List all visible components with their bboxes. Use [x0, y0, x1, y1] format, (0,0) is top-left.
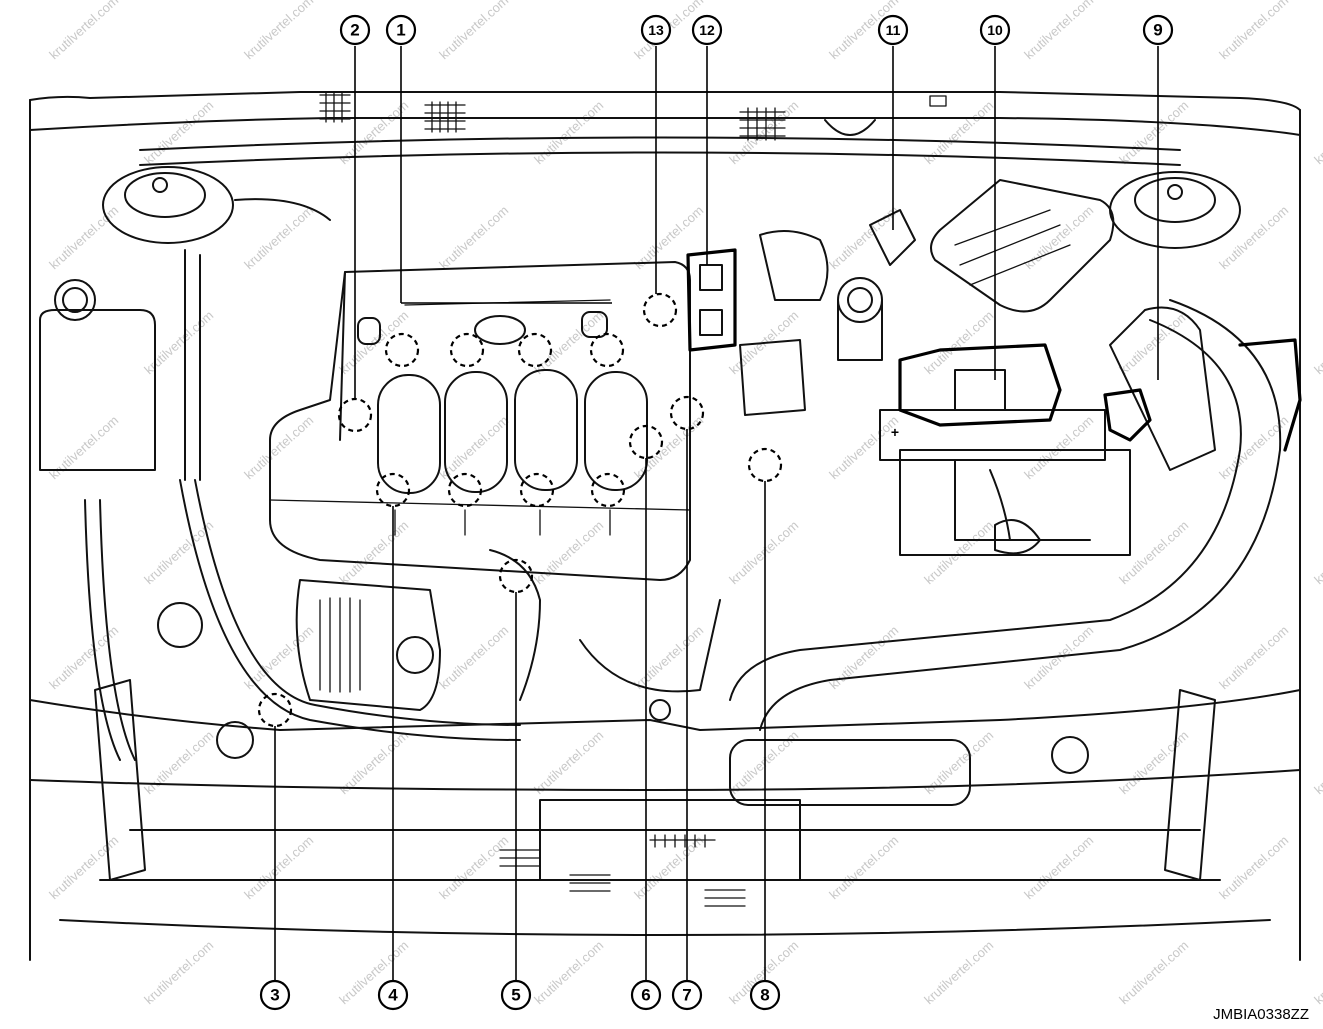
watermark-text: krutilvertel.com	[1021, 0, 1096, 62]
marker-4a	[375, 472, 411, 508]
watermark-text: krutilvertel.com	[141, 728, 216, 798]
watermark-text: krutilvertel.com	[531, 728, 606, 798]
watermark-text: krutilvertel.com	[1311, 728, 1323, 798]
watermark-text: krutilvertel.com	[1021, 413, 1096, 483]
callout-1-label: 1	[396, 21, 405, 40]
callout-8-label: 8	[760, 986, 769, 1005]
watermark-text: krutilvertel.com	[726, 728, 801, 798]
watermark-text: krutilvertel.com	[241, 203, 316, 273]
callout-9-label: 9	[1153, 21, 1162, 40]
engine-bay-line-art: +	[29, 91, 1302, 961]
watermark-text: krutilvertel.com	[826, 623, 901, 693]
marker-6-placed	[628, 424, 664, 460]
marker-spark-plug-1b	[449, 332, 485, 368]
watermark-text: krutilvertel.com	[1116, 938, 1191, 1008]
callout-13-label: 13	[648, 22, 664, 38]
watermark-text: krutilvertel.com	[436, 0, 511, 62]
watermark-layer: krutilvertel.com krutilvertel.com krutilve…	[46, 0, 1323, 1007]
watermark-text: krutilvertel.com	[531, 98, 606, 168]
marker-spark-plug-1d	[589, 332, 625, 368]
callout-8: 8	[749, 979, 781, 1011]
svg-text:+: +	[891, 424, 899, 440]
watermark-text: krutilvertel.com	[141, 98, 216, 168]
callout-5-label: 5	[511, 986, 520, 1005]
callout-6: 6	[630, 979, 662, 1011]
callout-2-label: 2	[350, 21, 359, 40]
callout-layer: 1 2 3 4 5 6 7 8 9 10 11 12 13	[259, 14, 1174, 1011]
watermark-text: krutilvertel.com	[726, 98, 801, 168]
callout-3-label: 3	[270, 986, 279, 1005]
watermark-text: krutilvertel.com	[1021, 623, 1096, 693]
watermark-text: krutilvertel.com	[726, 518, 801, 588]
watermark-text: krutilvertel.com	[241, 413, 316, 483]
callout-5: 5	[500, 979, 532, 1011]
figure-code: JMBIA0338ZZ	[1213, 1006, 1309, 1023]
watermark-text: krutilvertel.com	[1216, 203, 1291, 273]
watermark-text: krutilvertel.com	[1311, 98, 1323, 168]
callout-13: 13	[640, 14, 672, 46]
marker-spark-plug-1c	[517, 332, 553, 368]
callout-10-label: 10	[987, 22, 1003, 38]
callout-12: 12	[691, 14, 723, 46]
callout-10: 10	[979, 14, 1011, 46]
callout-6-label: 6	[641, 986, 650, 1005]
marker-4c	[519, 472, 555, 508]
watermark-text: krutilvertel.com	[1116, 308, 1191, 378]
watermark-text: krutilvertel.com	[826, 833, 901, 903]
watermark-text: krutilvertel.com	[241, 0, 316, 62]
watermark-text: krutilvertel.com	[46, 0, 121, 62]
callout-12-label: 12	[699, 22, 715, 38]
watermark-text: krutilvertel.com	[436, 833, 511, 903]
watermark-text: krutilvertel.com	[826, 203, 901, 273]
callout-11-label: 11	[886, 22, 901, 38]
watermark-text: krutilvertel.com	[1021, 833, 1096, 903]
watermark-text: krutilvertel.com	[1021, 203, 1096, 273]
callout-9: 9	[1142, 14, 1174, 46]
watermark-text: krutilvertel.com	[1311, 308, 1323, 378]
marker-7	[669, 395, 705, 431]
watermark-text: krutilvertel.com	[336, 728, 411, 798]
watermark-text: krutilvertel.com	[141, 308, 216, 378]
watermark-text: krutilvertel.com	[1311, 518, 1323, 588]
marker-spark-plug-1a	[384, 332, 420, 368]
watermark-text: krutilvertel.com	[1216, 623, 1291, 693]
watermark-text: krutilvertel.com	[921, 938, 996, 1008]
watermark-text: krutilvertel.com	[336, 518, 411, 588]
marker-5	[498, 558, 534, 594]
watermark-text: krutilvertel.com	[921, 518, 996, 588]
callout-1: 1	[385, 14, 417, 46]
watermark-text: krutilvertel.com	[241, 833, 316, 903]
callout-7: 7	[671, 979, 703, 1011]
watermark-text: krutilvertel.com	[436, 203, 511, 273]
watermark-text: krutilvertel.com	[436, 623, 511, 693]
marker-8	[747, 447, 783, 483]
watermark-text: krutilvertel.com	[46, 833, 121, 903]
watermark-text: krutilvertel.com	[1216, 0, 1291, 62]
watermark-text: krutilvertel.com	[921, 308, 996, 378]
watermark-text: krutilvertel.com	[1116, 728, 1191, 798]
watermark-text: krutilvertel.com	[631, 623, 706, 693]
callout-7-label: 7	[682, 986, 691, 1005]
watermark-text: krutilvertel.com	[46, 203, 121, 273]
watermark-text: krutilvertel.com	[141, 938, 216, 1008]
marker-2	[337, 397, 373, 433]
callout-4: 4	[377, 979, 409, 1011]
watermark-text: krutilvertel.com	[46, 413, 121, 483]
marker-4d	[590, 472, 626, 508]
marker-3	[257, 692, 293, 728]
marker-4b	[447, 472, 483, 508]
watermark-text: krutilvertel.com	[1311, 938, 1323, 1008]
callout-11: 11	[877, 14, 909, 46]
watermark-text: krutilvertel.com	[531, 308, 606, 378]
watermark-text: krutilvertel.com	[531, 938, 606, 1008]
callout-2: 2	[339, 14, 371, 46]
location-markers	[257, 292, 783, 728]
watermark-text: krutilvertel.com	[1216, 833, 1291, 903]
callout-4-label: 4	[388, 986, 398, 1005]
marker-13	[642, 292, 678, 328]
callout-3: 3	[259, 979, 291, 1011]
watermark-text: krutilvertel.com	[1116, 98, 1191, 168]
watermark-text: krutilvertel.com	[631, 413, 706, 483]
